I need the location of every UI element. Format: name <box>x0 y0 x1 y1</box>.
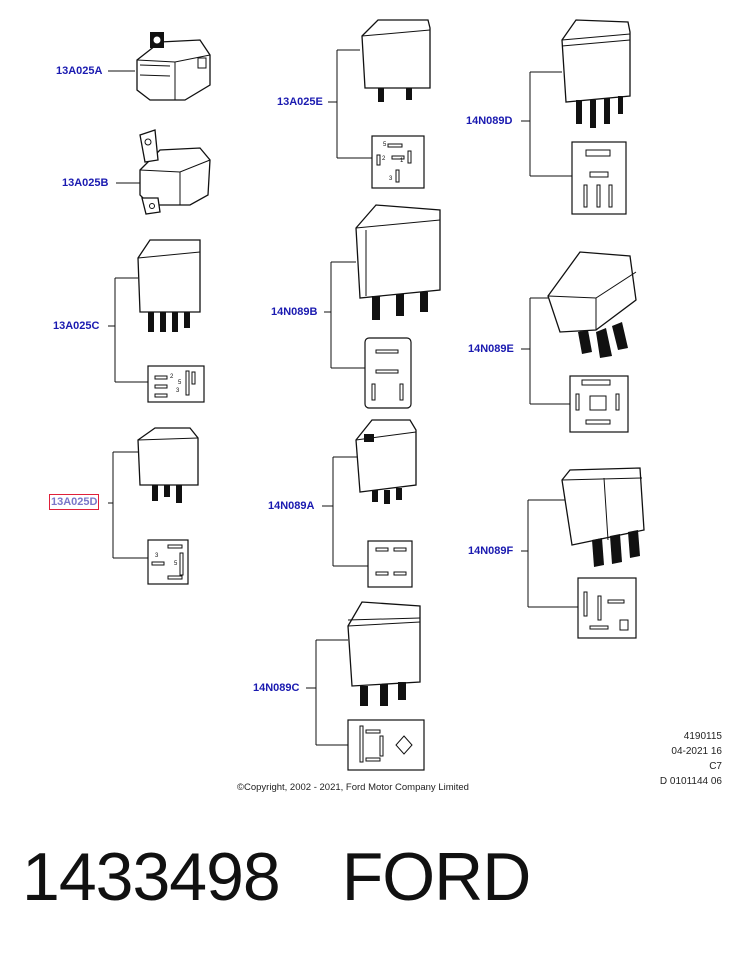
part-label-14n089d[interactable]: 14N089D <box>466 115 513 127</box>
part-label-14n089b[interactable]: 14N089B <box>271 306 318 318</box>
part-number: 1433498 <box>22 839 281 915</box>
relay-14n089f-illustration <box>521 467 645 639</box>
svg-text:5: 5 <box>383 142 387 148</box>
part-label-13a025b[interactable]: 13A025B <box>62 177 109 189</box>
relay-14n089b-illustration <box>324 204 441 409</box>
relay-14n089e-illustration <box>521 251 637 433</box>
drawing-reference: D 0101144 06 <box>659 776 722 787</box>
copyright-notice: ©Copyright, 2002 - 2021, Ford Motor Comp… <box>237 782 469 793</box>
part-label-13a025a[interactable]: 13A025A <box>56 65 103 77</box>
part-label-13a025e[interactable]: 13A025E <box>277 96 323 108</box>
drawing-meta: 4190115 04-2021 16 C7 D 0101144 06 <box>660 729 722 789</box>
brand-name: FORD <box>341 839 532 915</box>
svg-text:1: 1 <box>400 158 404 164</box>
relay-13a025a-illustration <box>108 32 211 101</box>
svg-text:2: 2 <box>170 374 174 380</box>
svg-text:3: 3 <box>389 176 393 182</box>
svg-text:5: 5 <box>178 380 182 386</box>
part-label-14n089c[interactable]: 14N089C <box>253 682 300 694</box>
relay-14n089d-illustration <box>521 19 631 215</box>
relay-14n089a-illustration <box>322 419 417 588</box>
relay-13a025e-illustration: 5 2 1 3 <box>328 19 431 189</box>
part-label-14n089e[interactable]: 14N089E <box>468 343 514 355</box>
relay-13a025d-illustration: 35 <box>108 427 199 585</box>
drawing-date: 04-2021 16 <box>671 746 722 757</box>
part-label-14n089f[interactable]: 14N089F <box>468 545 514 557</box>
drawing-number: 4190115 <box>683 731 722 742</box>
svg-text:5: 5 <box>174 561 178 567</box>
part-caption: 1433498 FORD <box>22 838 532 916</box>
part-label-13a025d-highlighted[interactable]: 13A025D <box>48 494 100 510</box>
relay-13a025b-illustration <box>116 129 211 215</box>
svg-text:3: 3 <box>155 553 159 559</box>
relay-13a025c-illustration: 25 3 <box>108 239 205 403</box>
drawing-revision: C7 <box>709 761 722 772</box>
svg-text:2: 2 <box>382 156 386 162</box>
part-label-13a025c[interactable]: 13A025C <box>53 320 100 332</box>
svg-text:3: 3 <box>176 388 180 394</box>
relay-14n089c-illustration <box>306 601 425 771</box>
part-label-14n089a[interactable]: 14N089A <box>268 500 315 512</box>
